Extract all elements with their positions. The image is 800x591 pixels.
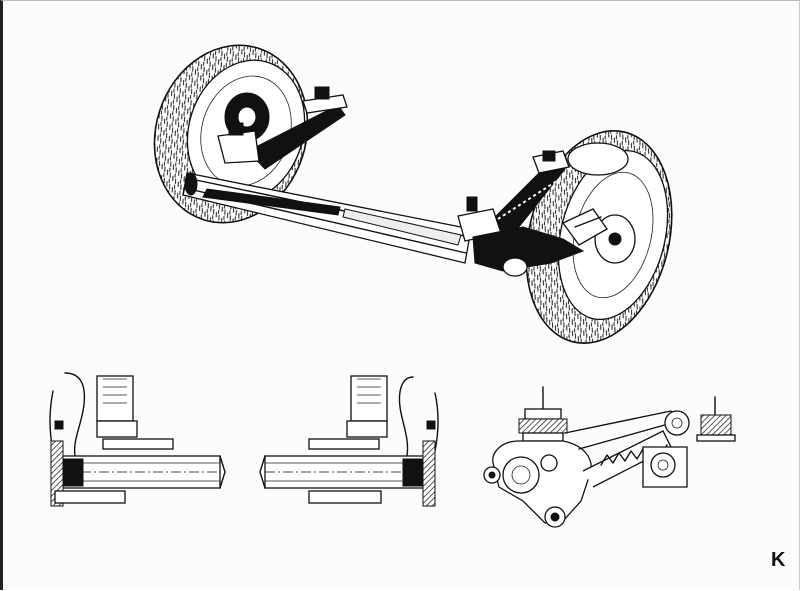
figure-letter: K bbox=[771, 549, 786, 571]
right-hub-section bbox=[259, 375, 439, 507]
trailing-arm-detail bbox=[483, 386, 736, 528]
axle-tube bbox=[182, 172, 472, 264]
right-wheel bbox=[525, 130, 673, 344]
right-trailing-arm bbox=[457, 150, 608, 277]
technical-drawing bbox=[49, 44, 736, 528]
main-axle-perspective bbox=[153, 44, 673, 344]
left-hub-section bbox=[49, 372, 226, 507]
left-trailing-arm bbox=[217, 86, 348, 170]
